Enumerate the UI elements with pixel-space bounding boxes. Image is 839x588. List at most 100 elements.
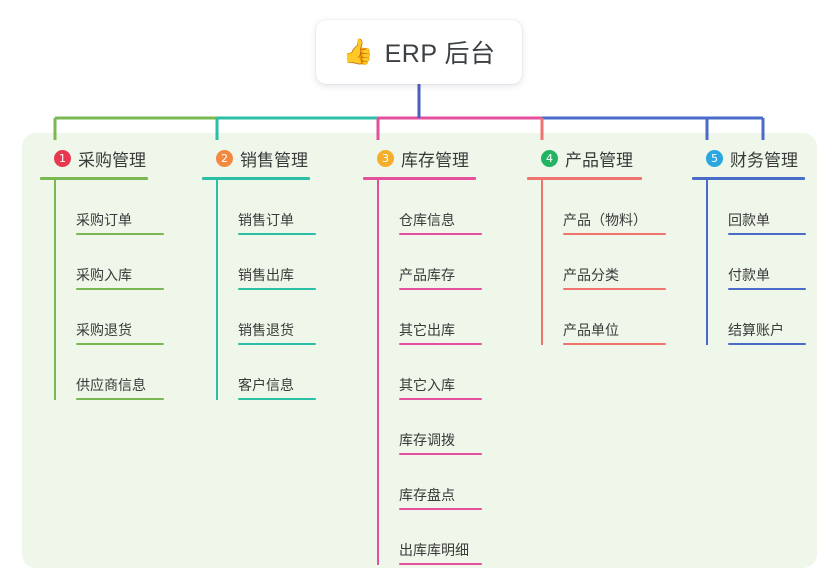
branch-item[interactable]: 仓库信息 bbox=[377, 180, 482, 235]
branch-column-2: 2 销售管理销售订单销售出库销售退货客户信息 bbox=[202, 145, 316, 400]
branch-item-label: 采购退货 bbox=[76, 322, 132, 338]
branch-item-underline bbox=[399, 343, 482, 345]
branch-column-5: 5 财务管理回款单付款单结算账户 bbox=[692, 145, 806, 345]
branch-item-label: 出库库明细 bbox=[399, 542, 469, 558]
branch-item-label: 客户信息 bbox=[238, 377, 294, 393]
branch-item[interactable]: 供应商信息 bbox=[54, 345, 164, 400]
branch-item[interactable]: 销售退货 bbox=[216, 290, 316, 345]
branch-item[interactable]: 其它出库 bbox=[377, 290, 482, 345]
branch-item-list: 回款单付款单结算账户 bbox=[692, 180, 806, 345]
branch-item-label: 供应商信息 bbox=[76, 377, 146, 393]
branch-badge-icon: 5 bbox=[706, 149, 723, 167]
branch-item[interactable]: 客户信息 bbox=[216, 345, 316, 400]
branch-spine bbox=[541, 180, 543, 345]
branch-item[interactable]: 出库库明细 bbox=[377, 510, 482, 565]
branch-item-label: 其它入库 bbox=[399, 377, 455, 393]
branch-item-label: 采购入库 bbox=[76, 267, 132, 283]
branch-item[interactable]: 回款单 bbox=[706, 180, 806, 235]
branch-item-list: 仓库信息产品库存其它出库其它入库库存调拨库存盘点出库库明细 bbox=[363, 180, 482, 565]
branch-item-underline bbox=[399, 398, 482, 400]
branch-item-underline bbox=[399, 508, 482, 510]
branch-item-label: 库存调拨 bbox=[399, 432, 455, 448]
branch-item-list: 产品（物料） 产品分类产品单位 bbox=[527, 180, 666, 345]
branch-item[interactable]: 产品单位 bbox=[541, 290, 666, 345]
branch-title: 销售管理 bbox=[240, 150, 308, 170]
branch-item[interactable]: 销售出库 bbox=[216, 235, 316, 290]
branch-item-underline bbox=[563, 343, 666, 345]
branch-item[interactable]: 库存盘点 bbox=[377, 455, 482, 510]
branch-item[interactable]: 产品库存 bbox=[377, 235, 482, 290]
thumbs-up-icon: 👍 bbox=[342, 37, 374, 66]
branch-item-label: 销售订单 bbox=[238, 212, 294, 228]
branch-badge-icon: 2 bbox=[216, 149, 233, 167]
branch-item-underline bbox=[728, 233, 806, 235]
branch-item-label: 回款单 bbox=[728, 212, 770, 228]
branch-title: 采购管理 bbox=[78, 150, 146, 170]
branch-title: 财务管理 bbox=[730, 150, 798, 170]
branch-item-underline bbox=[238, 288, 316, 290]
branch-item-label: 产品库存 bbox=[399, 267, 455, 283]
branch-item-underline bbox=[399, 233, 482, 235]
branch-item-underline bbox=[76, 398, 164, 400]
branch-header-2[interactable]: 2 销售管理 bbox=[202, 145, 316, 171]
branch-item[interactable]: 产品分类 bbox=[541, 235, 666, 290]
branch-item-underline bbox=[728, 343, 806, 345]
root-node[interactable]: 👍 ERP 后台 bbox=[316, 20, 522, 84]
branch-spine bbox=[377, 180, 379, 565]
branch-item-label: 结算账户 bbox=[728, 322, 784, 338]
branch-item[interactable]: 采购退货 bbox=[54, 290, 164, 345]
branch-item[interactable]: 采购订单 bbox=[54, 180, 164, 235]
branch-item-list: 采购订单采购入库采购退货供应商信息 bbox=[40, 180, 164, 400]
branch-badge-icon: 1 bbox=[54, 149, 71, 167]
branch-item-label: 仓库信息 bbox=[399, 212, 455, 228]
branch-item-underline bbox=[76, 288, 164, 290]
branch-column-1: 1 采购管理采购订单采购入库采购退货供应商信息 bbox=[40, 145, 164, 400]
branch-item[interactable]: 其它入库 bbox=[377, 345, 482, 400]
branch-spine bbox=[216, 180, 218, 400]
branch-item-underline bbox=[399, 288, 482, 290]
branch-header-1[interactable]: 1 采购管理 bbox=[40, 145, 164, 171]
branch-item-underline bbox=[563, 288, 666, 290]
branch-item-label: 销售退货 bbox=[238, 322, 294, 338]
branch-spine bbox=[706, 180, 708, 345]
branch-item-underline bbox=[728, 288, 806, 290]
branch-item-label: 其它出库 bbox=[399, 322, 455, 338]
branch-item-label: 库存盘点 bbox=[399, 487, 455, 503]
branch-item-underline bbox=[238, 398, 316, 400]
branch-item[interactable]: 销售订单 bbox=[216, 180, 316, 235]
branch-item-list: 销售订单销售出库销售退货客户信息 bbox=[202, 180, 316, 400]
branch-title: 产品管理 bbox=[565, 150, 633, 170]
branch-item-underline bbox=[76, 343, 164, 345]
branch-underline bbox=[40, 177, 148, 180]
branch-item-label: 产品单位 bbox=[563, 322, 619, 338]
branch-underline bbox=[692, 177, 805, 180]
branch-item-label: 采购订单 bbox=[76, 212, 132, 228]
branch-item[interactable]: 付款单 bbox=[706, 235, 806, 290]
branch-item-label: 销售出库 bbox=[238, 267, 294, 283]
branch-spine bbox=[54, 180, 56, 400]
branch-item[interactable]: 结算账户 bbox=[706, 290, 806, 345]
branch-item[interactable]: 产品（物料） bbox=[541, 180, 666, 235]
branch-item-label: 产品（物料） bbox=[563, 212, 647, 228]
branch-item-underline bbox=[563, 233, 666, 235]
branch-underline bbox=[363, 177, 476, 180]
branch-item-label: 付款单 bbox=[728, 267, 770, 283]
branch-badge-icon: 4 bbox=[541, 149, 558, 167]
branch-column-4: 4 产品管理产品（物料） 产品分类产品单位 bbox=[527, 145, 666, 345]
branch-item[interactable]: 库存调拨 bbox=[377, 400, 482, 455]
branch-underline bbox=[202, 177, 310, 180]
branch-item-underline bbox=[76, 233, 164, 235]
branch-header-4[interactable]: 4 产品管理 bbox=[527, 145, 666, 171]
branch-item[interactable]: 采购入库 bbox=[54, 235, 164, 290]
branch-badge-icon: 3 bbox=[377, 149, 394, 167]
branch-item-label: 产品分类 bbox=[563, 267, 619, 283]
branch-underline bbox=[527, 177, 642, 180]
branch-item-underline bbox=[399, 563, 482, 565]
root-node-content: 👍 ERP 后台 bbox=[342, 34, 495, 70]
branch-header-5[interactable]: 5 财务管理 bbox=[692, 145, 806, 171]
root-title: ERP 后台 bbox=[384, 40, 496, 68]
branch-item-underline bbox=[238, 343, 316, 345]
